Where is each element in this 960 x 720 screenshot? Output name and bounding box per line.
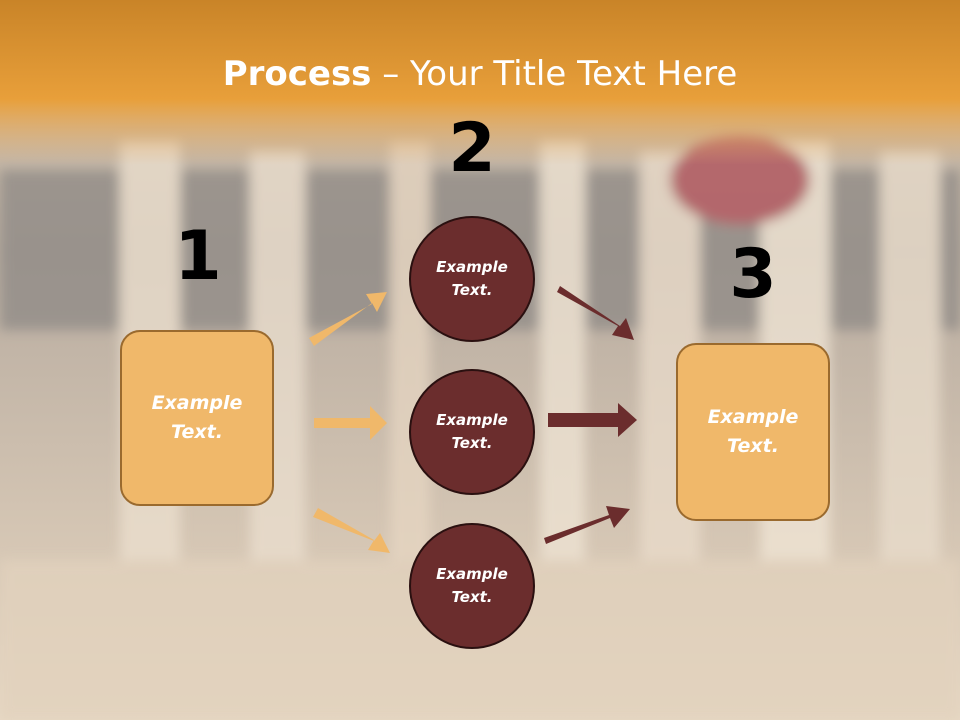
step-1-box: Example Text. — [120, 330, 274, 506]
step-2-number: 2 — [448, 109, 496, 188]
circle-middle-line1: Example — [436, 411, 508, 429]
step-3-text-line2: Text. — [727, 435, 779, 457]
arrow-to-circle-middle — [314, 406, 387, 440]
step-1-number: 1 — [174, 217, 222, 296]
slide-title: Process – Your Title Text Here — [0, 52, 960, 96]
arrow-from-circle-top — [557, 286, 634, 340]
arrow-to-circle-bottom — [313, 508, 390, 553]
arrow-from-circle-bottom — [544, 506, 630, 544]
circle-bottom-line1: Example — [436, 565, 508, 583]
step-3-box: Example Text. — [676, 343, 830, 521]
step-2-circle-bottom: Example Text. — [409, 523, 535, 649]
step-3-number: 3 — [729, 235, 777, 314]
dark-arrows — [544, 286, 637, 544]
circle-bottom-line2: Text. — [451, 588, 493, 606]
arrow-to-circle-top — [309, 292, 387, 346]
step-2-circle-top: Example Text. — [409, 216, 535, 342]
circle-middle-line2: Text. — [451, 434, 493, 452]
circle-top-line2: Text. — [451, 281, 493, 299]
title-bold: Process — [222, 54, 372, 94]
step-2-circle-middle: Example Text. — [409, 369, 535, 495]
title-rest: – Your Title Text Here — [371, 54, 738, 94]
circle-top-line1: Example — [436, 258, 508, 276]
light-arrows — [309, 292, 390, 553]
step-1-text-line1: Example — [151, 392, 243, 414]
step-3-text-line1: Example — [707, 406, 799, 428]
step-1-text-line2: Text. — [171, 421, 223, 443]
arrow-from-circle-middle — [548, 403, 637, 437]
